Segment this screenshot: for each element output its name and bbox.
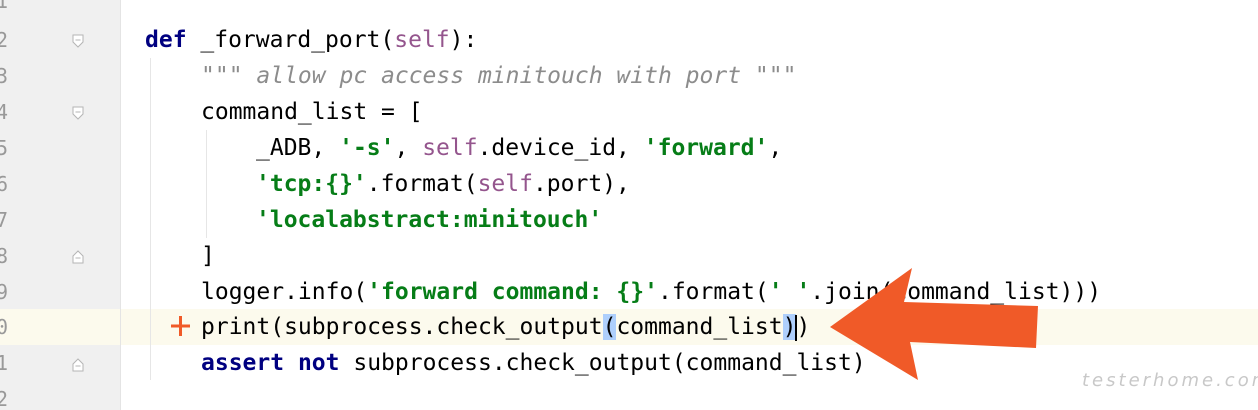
line-number: 2: [0, 28, 8, 52]
code-text: logger.info(: [201, 279, 368, 305]
string-literal: 'localabstract:minitouch': [256, 207, 603, 233]
docstring-quote: """: [201, 63, 243, 89]
docstring-quote: """: [754, 63, 797, 89]
code-line[interactable]: 'localabstract:minitouch': [256, 202, 602, 238]
fold-end-icon[interactable]: [72, 250, 84, 264]
gutter-separator: [120, 0, 121, 410]
line-number: 7: [0, 208, 8, 232]
code-line[interactable]: """ allow pc access minitouch with port …: [201, 58, 796, 94]
watermark: testerhome.com: [1082, 370, 1258, 391]
code-line[interactable]: logger.info('forward command: {}'.format…: [201, 274, 1101, 310]
code-text: ,: [768, 135, 783, 161]
current-line-highlight: [0, 309, 1258, 345]
fold-collapse-icon[interactable]: [72, 34, 84, 48]
code-text: .format(: [366, 171, 478, 197]
code-text: .format(: [657, 279, 769, 305]
self-keyword: self: [477, 171, 533, 197]
code-line[interactable]: assert not subprocess.check_output(comma…: [201, 345, 866, 381]
line-gutter: [0, 0, 120, 410]
code-line[interactable]: _ADB, '-s', self.device_id, 'forward',: [256, 130, 782, 166]
code-line[interactable]: ]: [201, 238, 215, 274]
self-keyword: self: [394, 27, 450, 53]
code-line[interactable]: command_list = [: [201, 94, 423, 130]
string-literal: ' ': [768, 279, 811, 305]
code-line[interactable]: def _forward_port(self):: [145, 22, 477, 58]
line-number: 8: [0, 244, 8, 268]
string-literal: 'forward': [643, 135, 769, 161]
keyword: assert: [201, 350, 285, 376]
code-text: _ADB,: [256, 135, 340, 161]
current-line-gutter-highlight: [0, 309, 120, 345]
keyword: def: [145, 27, 187, 53]
keyword: not: [297, 350, 340, 376]
string-literal: '-s': [339, 135, 395, 161]
code-text: ]: [201, 243, 215, 269]
fold-end-icon[interactable]: [72, 358, 84, 372]
code-text: ): [796, 314, 811, 340]
line-number: 6: [0, 172, 8, 196]
code-text: subprocess.check_output(command_list): [339, 350, 866, 376]
indent-guide: [206, 130, 207, 238]
matched-brace: (: [602, 314, 617, 340]
code-text: command_list: [616, 314, 783, 340]
self-keyword: self: [422, 135, 478, 161]
code-text: ,: [394, 135, 423, 161]
code-text: [284, 350, 298, 376]
code-text: print(subprocess.check_output: [201, 314, 603, 340]
line-number: 1: [0, 0, 8, 13]
string-literal: 'tcp:{}': [256, 171, 367, 197]
code-text: _forward_port(: [186, 27, 395, 53]
code-line-current[interactable]: print(subprocess.check_output(command_li…: [201, 309, 810, 345]
line-number: 5: [0, 136, 8, 160]
code-text: ):: [449, 27, 478, 53]
line-number: 4: [0, 100, 8, 124]
code-text: .join(command_list))): [810, 279, 1102, 305]
line-number: 9: [0, 280, 8, 304]
added-line-plus-icon: [170, 313, 192, 339]
fold-collapse-icon[interactable]: [72, 106, 84, 120]
string-literal: 'forward command: {}': [367, 279, 658, 305]
docstring-text: allow pc access minitouch with port: [242, 63, 755, 89]
indent-guide: [150, 58, 151, 380]
line-number: 0: [0, 315, 8, 339]
line-number: 1: [0, 351, 8, 375]
line-number: 3: [0, 64, 8, 88]
matched-brace: ): [782, 314, 797, 340]
annotation-arrow-icon: [800, 262, 1050, 391]
code-text: command_list = [: [201, 99, 423, 125]
line-number: 2: [0, 387, 8, 410]
code-line[interactable]: 'tcp:{}'.format(self.port),: [256, 166, 630, 202]
code-text: .device_id,: [477, 135, 644, 161]
code-text: .port),: [532, 171, 630, 197]
text-caret: [795, 314, 798, 341]
